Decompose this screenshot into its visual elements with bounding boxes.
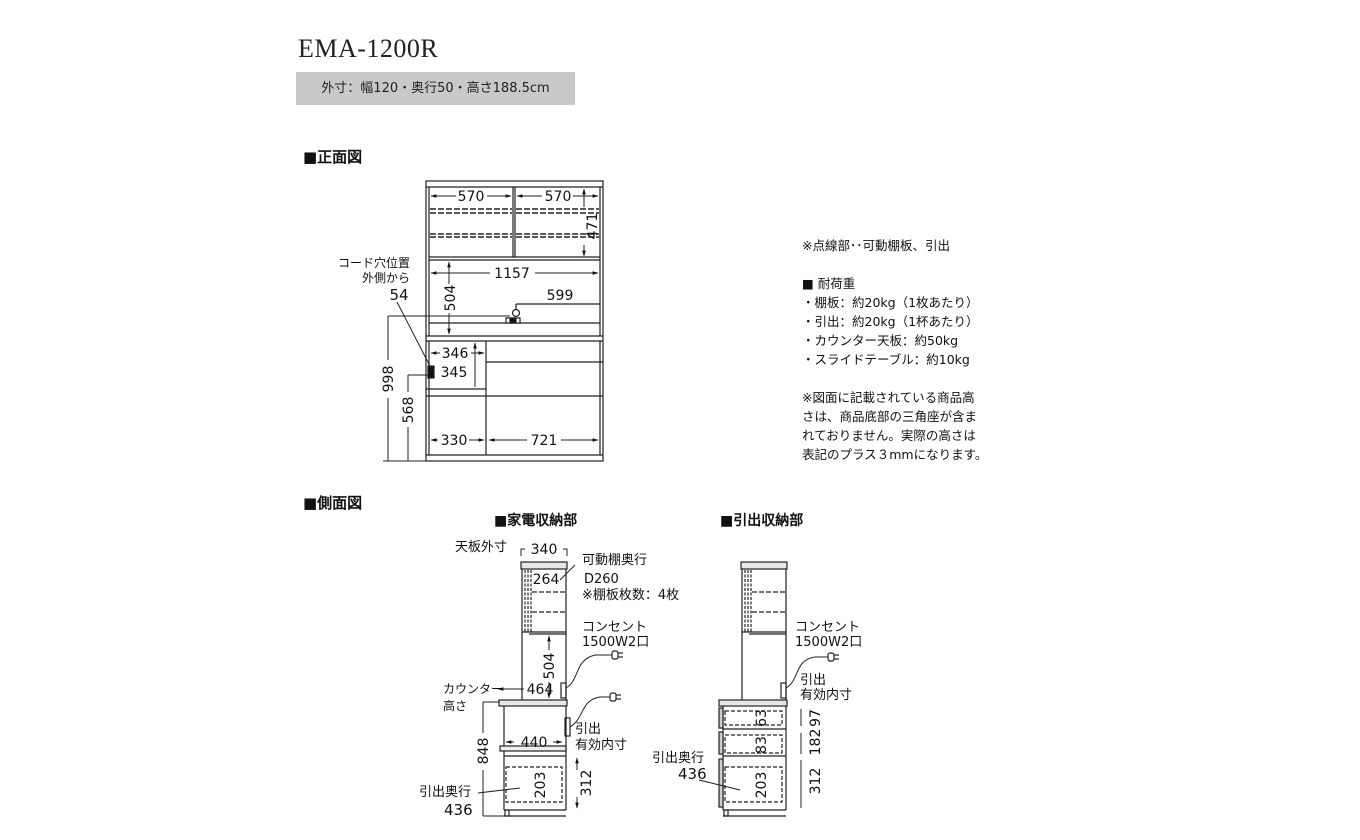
plug-icon [609, 692, 621, 702]
dim-counter-depth: 464 [527, 682, 554, 698]
shelf-depth-label: 可動棚奥行 [582, 553, 648, 568]
dim-upper-height: 471 [585, 213, 601, 240]
drawer-depth-value: 436 [444, 801, 473, 819]
outlet-value-2: 1500W2口 [795, 635, 863, 650]
dim-drawer3-inner: 203 [754, 772, 770, 799]
cord-hole-icon [427, 365, 435, 379]
drawer-depth-label: 引出奥行 [419, 785, 472, 800]
dim-drawer-height: 312 [579, 770, 595, 797]
dim-drawer2-height: 182 [808, 729, 824, 756]
shelf-depth-value: D260 [584, 572, 619, 587]
dim-drawer-inner: 203 [533, 772, 549, 799]
drawer-label-2: 引出 [800, 673, 827, 688]
appliance-side-outline [498, 561, 571, 817]
dim-drawer1-inner: 63 [754, 709, 770, 727]
dim-middle-height: 504 [443, 285, 459, 312]
outlet-value: 1500W2口 [582, 635, 650, 650]
front-view-heading: ■正面図 [303, 148, 363, 166]
counter-height-label: 高さ [443, 699, 468, 713]
dim-left-box-width: 346 [442, 346, 469, 362]
dim-inner-width: 1157 [494, 266, 530, 282]
drawer-depth-label-2: 引出奥行 [652, 751, 705, 766]
model-title: EMA-1200R [298, 34, 439, 63]
load-item: ・カウンター天板：約50kg [802, 333, 959, 348]
plug-icon [827, 652, 839, 662]
dim-outlet-offset: 599 [547, 288, 574, 304]
dim-cord-offset: 54 [389, 286, 408, 304]
load-item: ・棚板：約20kg（1枚あたり） [802, 295, 979, 310]
side-view-heading: ■側面図 [303, 494, 363, 512]
dotted-line-note: ※点線部･･可動棚板、引出 [802, 238, 950, 253]
cord-note-line1: コード穴位置 [337, 256, 410, 270]
height-note-line: さは、商品底部の三角座が含ま [802, 409, 978, 424]
notes-panel: ※点線部･･可動棚板、引出 ■ 耐荷重 ・棚板：約20kg（1枚あたり） ・引出… [802, 236, 987, 464]
dim-left-box-height: 345 [441, 365, 468, 381]
load-item: ・スライドテーブル：約10kg [802, 352, 970, 367]
dim-top-depth: 340 [531, 542, 558, 558]
dim-side-middle-height: 504 [542, 653, 558, 680]
height-note-line: ※図面に記載されている商品高 [802, 390, 975, 405]
top-outer-label: 天板外寸 [455, 540, 508, 555]
dim-bottom-right-width: 721 [531, 433, 558, 449]
outlet-label-2: コンセント [795, 620, 861, 635]
appliance-section-heading: ■家電収納部 [494, 513, 578, 529]
load-title: ■ 耐荷重 [802, 276, 856, 291]
counter-label: カウンター [443, 682, 504, 696]
dim-bottom-left-width: 330 [441, 433, 468, 449]
dim-counter-height: 568 [401, 397, 417, 424]
cord-note-line2: 外側から [361, 271, 410, 285]
front-outlet-icon [505, 303, 600, 324]
front-cabinet-outline [425, 180, 604, 462]
shelf-count: ※棚板枚数：4枚 [582, 588, 680, 603]
drawer-inner-label: 有効内寸 [575, 738, 628, 753]
dimensions-banner: 外寸：幅120・奥行50・高さ188.5cm [296, 72, 575, 105]
plug-icon [611, 650, 623, 660]
dim-total-counter-height: 998 [381, 366, 397, 393]
height-note-line: 表記のプラス３mmになります。 [802, 447, 988, 462]
outlet-label: コンセント [582, 620, 648, 635]
drawer-inner-label-2: 有効内寸 [800, 688, 853, 703]
dim-side-counter-height: 848 [476, 738, 492, 765]
dim-shelf-inner: 264 [533, 572, 560, 588]
drawer-section-heading: ■引出収納部 [720, 513, 804, 529]
dim-slide-width: 440 [521, 735, 548, 751]
dim-drawer3-height: 312 [808, 768, 824, 795]
dim-upper-right-width: 570 [545, 189, 572, 205]
drawer-label: 引出 [575, 722, 602, 737]
load-item: ・引出：約20kg（1杯あたり） [802, 314, 979, 329]
drawer-depth-value-2: 436 [678, 765, 707, 783]
dim-drawer2-inner: 83 [754, 736, 770, 754]
drawer-side-outline [718, 561, 788, 817]
height-note-line: れておりません。実際の高さは [802, 428, 976, 443]
dim-drawer1-height: 97 [808, 709, 824, 727]
dim-upper-left-width: 570 [458, 189, 485, 205]
